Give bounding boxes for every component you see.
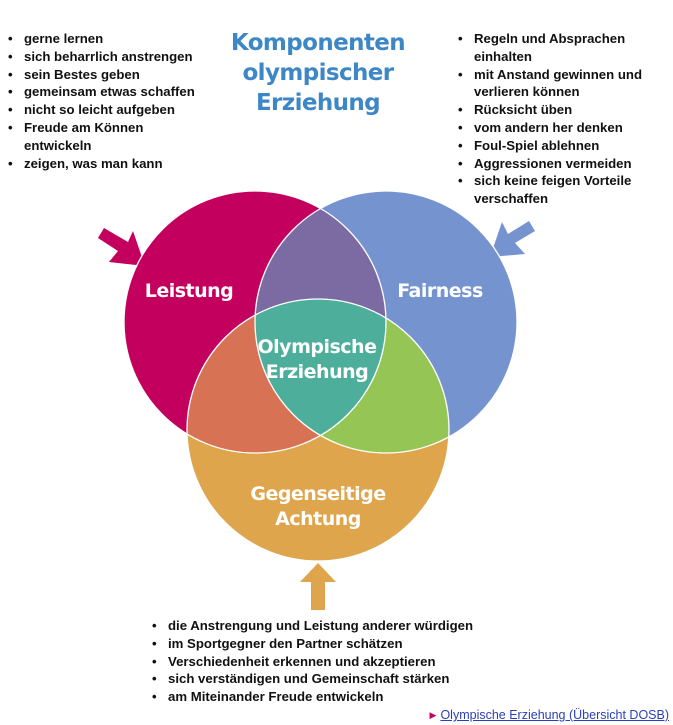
list-item: sich verständigen und Gemeinschaft stärk… [150, 670, 570, 688]
list-item: Rücksicht üben [456, 101, 671, 119]
list-item: sein Bestes geben [6, 66, 211, 84]
achtung-list: die Anstrengung und Leistung anderer wür… [150, 617, 570, 706]
diagram-title: Komponenten olympischer Erziehung [218, 28, 418, 118]
triangle-right-icon: ▶ [429, 710, 437, 720]
title-line: Erziehung [255, 90, 381, 116]
leistung-list: gerne lernen sich beharrlich anstrengen … [6, 30, 211, 172]
list-item: vom andern her denken [456, 119, 671, 137]
dosb-overview-link[interactable]: ▶Olympische Erziehung (Übersicht DOSB) [430, 708, 669, 722]
list-item: Verschiedenheit erkennen und akzeptieren [150, 653, 570, 671]
achtung-arrow-icon [300, 563, 336, 610]
fairness-outline [254, 190, 518, 454]
title-line: olympischer [242, 60, 394, 86]
list-item: Freude am Können entwickeln [6, 119, 211, 155]
title-line: Komponenten [230, 30, 406, 56]
list-item: sich keine feigen Vorteile verschaffen [456, 172, 671, 208]
list-item: Foul-Spiel ablehnen [456, 137, 671, 155]
fairness-list: Regeln und Absprachen einhalten mit Anst… [456, 30, 671, 208]
list-item: sich beharrlich anstrengen [6, 48, 211, 66]
list-item: Regeln und Absprachen einhalten [456, 30, 671, 66]
list-item: am Miteinander Freude entwickeln [150, 688, 570, 706]
center-label-line1: Olympische [258, 336, 377, 358]
achtung-outline [186, 298, 450, 562]
leistung-arrow-icon [98, 228, 145, 266]
achtung-label-line1: Gegenseitige [250, 483, 385, 505]
center-label-line2: Erziehung [266, 361, 369, 383]
list-item: nicht so leicht aufgeben [6, 101, 211, 119]
list-item: gerne lernen [6, 30, 211, 48]
achtung-label-line2: Achtung [275, 508, 361, 530]
fairness-label: Fairness [397, 280, 483, 302]
list-item: zeigen, was man kann [6, 155, 211, 173]
list-item: gemeinsam etwas schaffen [6, 83, 211, 101]
leistung-label: Leistung [145, 280, 234, 302]
list-item: Aggressionen vermeiden [456, 155, 671, 173]
list-item: mit Anstand gewinnen und verlieren könne… [456, 66, 671, 102]
fairness-arrow-icon [490, 221, 535, 257]
list-item: im Sportgegner den Partner schätzen [150, 635, 570, 653]
list-item: die Anstrengung und Leistung anderer wür… [150, 617, 570, 635]
leistung-outline [123, 190, 387, 454]
link-label: Olympische Erziehung (Übersicht DOSB) [440, 708, 669, 722]
